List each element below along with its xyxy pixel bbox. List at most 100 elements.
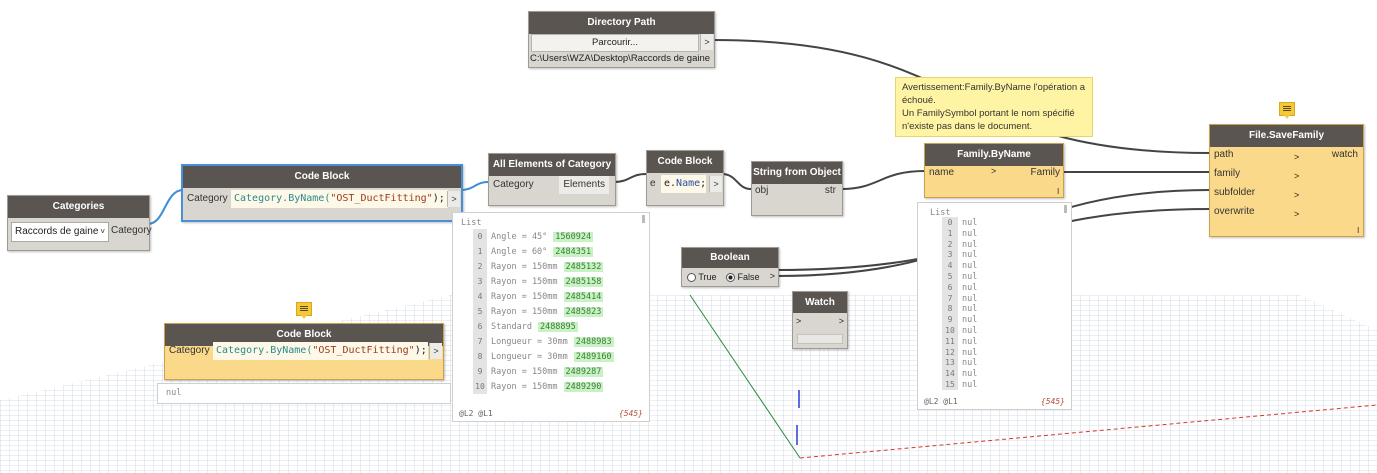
input-port-path[interactable]: path	[1214, 149, 1234, 160]
code-block-name-node[interactable]: Code Block e e.Name; >	[646, 150, 724, 206]
input-port-e[interactable]: e	[650, 178, 656, 189]
list-value: nul	[962, 369, 978, 380]
element-id-link[interactable]: 2489290	[563, 382, 604, 392]
wire-allelements-codename[interactable]	[613, 173, 647, 183]
list-value: nul	[962, 261, 978, 272]
input-port-category[interactable]: Category	[169, 345, 210, 356]
list-item: 10 Rayon = 150mm 2489290	[473, 379, 604, 394]
element-id-link[interactable]: 2489287	[563, 367, 604, 377]
element-id-link[interactable]: 2485132	[563, 262, 604, 272]
directory-path-value: C:\Users\WZA\Desktop\Raccords de gaine	[530, 53, 711, 64]
element-name: Rayon = 150mm	[491, 382, 558, 392]
file-savefamily-node[interactable]: File.SaveFamily path family subfolder ov…	[1209, 124, 1364, 237]
input-port-family[interactable]: family	[1214, 168, 1241, 179]
list-index: 8	[942, 303, 958, 315]
node-title: All Elements of Category	[489, 154, 615, 176]
radio-false-label: False	[737, 272, 760, 282]
output-port-elements[interactable]: Elements	[559, 176, 609, 194]
categories-node[interactable]: Categories Raccords de gaine ˅ Category	[7, 195, 152, 251]
node-title: Boolean	[682, 248, 778, 268]
radio-false[interactable]: False	[726, 270, 760, 284]
input-arrow-icon: >	[991, 166, 997, 176]
directory-path-node[interactable]: Directory Path Parcourir... > C:\Users\W…	[528, 11, 715, 68]
wire-string-family[interactable]	[840, 170, 926, 190]
wire-codename-string[interactable]	[721, 173, 752, 190]
output-port-str[interactable]: str	[824, 185, 836, 196]
list-index: 10	[473, 379, 487, 394]
input-port-name[interactable]: name	[929, 167, 955, 178]
element-id-link[interactable]: 1560924	[553, 232, 594, 242]
list-value: nul	[962, 315, 978, 326]
warning-line-1: Avertissement:Family.ByName l'opération …	[902, 82, 1086, 93]
node-footer: l	[1057, 187, 1059, 196]
preview-value: nul	[166, 388, 182, 398]
output-arrow-icon[interactable]: >	[838, 316, 844, 326]
list-index: 15	[942, 379, 958, 390]
output-arrow-icon[interactable]: >	[709, 176, 722, 192]
input-port-category[interactable]: Category	[187, 193, 228, 204]
input-port-category[interactable]: Category	[493, 179, 534, 190]
preview-count: {545}	[1040, 397, 1065, 406]
list-index: 3	[942, 249, 958, 261]
output-arrow-icon[interactable]: >	[769, 271, 775, 281]
list-value: nul	[962, 272, 978, 282]
warning-line-2: échoué.	[902, 95, 936, 106]
element-id-link[interactable]: 2488895	[537, 322, 578, 332]
element-id-link[interactable]: 2485823	[563, 307, 604, 317]
preview-scrollbar[interactable]	[642, 215, 645, 223]
list-index: 4	[942, 260, 958, 272]
output-arrow-icon[interactable]: >	[447, 191, 460, 207]
list-index: 0	[473, 229, 487, 244]
element-id-link[interactable]: 2484351	[553, 247, 594, 257]
preview-levels: @L2 @L1	[459, 409, 493, 418]
wire-codeblock-allelements[interactable]	[459, 181, 489, 191]
output-port-category[interactable]: Category	[111, 225, 152, 236]
element-id-link[interactable]: 2485414	[563, 292, 604, 302]
list-item: 4 nul	[942, 260, 978, 272]
element-name: Rayon = 150mm	[491, 262, 558, 272]
radio-true[interactable]: True	[687, 270, 717, 284]
radio-true-label: True	[698, 272, 717, 282]
family-byname-node[interactable]: Family.ByName name > Family l	[924, 143, 1064, 198]
input-port-obj[interactable]: obj	[755, 185, 769, 196]
note-icon[interactable]	[1279, 102, 1295, 119]
code-block-lower-node[interactable]: Code Block Category Category.ByName("OST…	[164, 323, 444, 380]
all-elements-node[interactable]: All Elements of Category Category Elemen…	[488, 153, 616, 206]
code-editor[interactable]: e.Name;	[661, 175, 706, 193]
code-block-node[interactable]: Code Block Category Category.ByName("OST…	[181, 164, 463, 222]
input-arrow-icon[interactable]: >	[796, 316, 802, 326]
element-name: Longueur = 30mm	[491, 352, 568, 362]
input-port-subfolder[interactable]: subfolder	[1214, 187, 1256, 198]
category-dropdown[interactable]: Raccords de gaine ˅	[11, 222, 109, 242]
code-editor[interactable]: Category.ByName("OST_DuctFitting");	[231, 190, 448, 208]
code-end: ;	[700, 178, 707, 189]
code-string: "OST_DuctFitting"	[330, 193, 433, 204]
boolean-node[interactable]: Boolean True False >	[681, 247, 779, 287]
preview-scrollbar[interactable]	[1064, 205, 1067, 213]
input-port-overwrite[interactable]: overwrite	[1214, 206, 1255, 217]
list-index: 3	[473, 274, 487, 289]
watch-node[interactable]: Watch > >	[792, 291, 848, 349]
note-icon[interactable]	[296, 302, 312, 319]
code-editor[interactable]: Category.ByName("OST_DuctFitting");	[213, 342, 428, 360]
output-arrow-icon[interactable]: >	[429, 343, 442, 359]
list-value: nul	[962, 347, 978, 358]
output-arrow-icon[interactable]: >	[700, 34, 713, 50]
element-id-link[interactable]: 2489160	[573, 352, 614, 362]
output-port-watch[interactable]: watch	[1331, 149, 1358, 160]
output-port-family[interactable]: Family	[1030, 167, 1060, 178]
wire-categories-codeblock[interactable]	[147, 189, 184, 225]
string-from-object-node[interactable]: String from Object obj str	[751, 161, 843, 216]
element-id-link[interactable]: 2488983	[573, 337, 614, 347]
browse-button[interactable]: Parcourir...	[531, 34, 699, 52]
element-id-link[interactable]: 2485158	[563, 277, 604, 287]
